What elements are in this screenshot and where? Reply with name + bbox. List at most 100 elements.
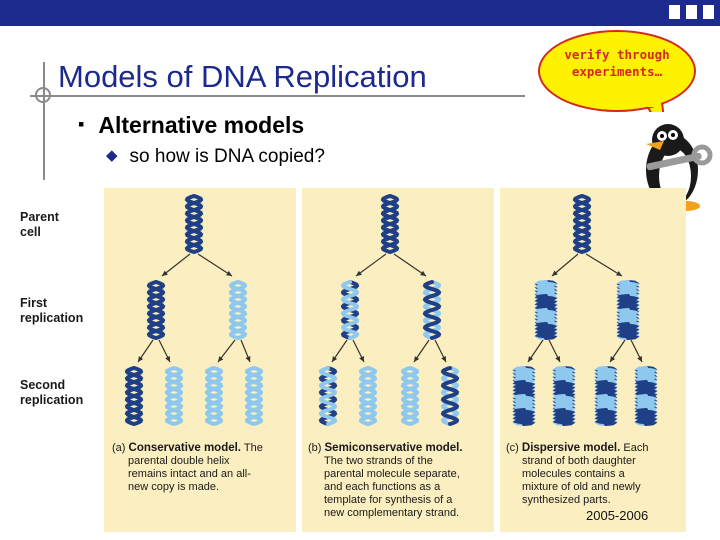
decorative-vertical-line [43, 62, 45, 180]
top-title-bar [0, 0, 720, 26]
caption-semiconservative: (b) Semiconservative model. The two stra… [308, 442, 463, 520]
helix-dispersive-first-a-seg3-b [534, 322, 558, 340]
helix-semiconservative-first-a-strand-b [340, 280, 360, 340]
helix-dispersive-first-b-seg1-b [616, 294, 640, 312]
speech-bubble-line1: verify through [564, 47, 670, 62]
helix-dispersive-second-1-seg3-b [552, 408, 576, 426]
caption-semiconservative-name: Semiconservative model. [324, 442, 463, 454]
helix-conservative-arrow-2a-head [218, 356, 224, 362]
decorative-crosshair-circle [35, 87, 51, 103]
corner-squares-decoration [669, 5, 714, 19]
dna-helix-diagram [124, 194, 658, 426]
helix-dispersive-second-3-seg2-b [634, 394, 658, 412]
helix-semiconservative-second-1-strand-b [358, 366, 378, 426]
bullet-level1: ▪ Alternative models [78, 112, 304, 139]
helix-dispersive-second-0-seg3-b [512, 408, 536, 426]
speech-bubble [538, 30, 696, 112]
dna-replication-models-figure: Parent cell First replication Second rep… [16, 188, 688, 532]
helix-dispersive-second-0-seg1-b [512, 380, 536, 398]
helix-dispersive-second-0-seg0-b [512, 366, 536, 384]
helix-semiconservative-second-0-strand-b [318, 366, 338, 426]
slide-title: Models of DNA Replication [58, 59, 427, 94]
caption-dispersive-line1: Each [620, 442, 649, 454]
caption-semiconservative-tag: (b) [308, 442, 322, 454]
helix-dispersive-second-0-seg2-b [512, 394, 536, 412]
helix-conservative-arrow-parent-left-head [162, 270, 168, 276]
helix-semiconservative-arrow-1b-head [359, 356, 364, 362]
caption-dispersive-text: strand of both daughter molecules contai… [522, 455, 641, 506]
square-bullet-icon: ▪ [78, 114, 85, 134]
caption-dispersive: (c) Dispersive model. Each strand of bot… [506, 442, 648, 507]
caption-dispersive-tag: (c) [506, 442, 519, 454]
helix-dispersive-second-2-seg1-b [594, 380, 618, 398]
helix-conservative-parent-strand-b [184, 194, 204, 254]
helix-dispersive-second-1-seg1-b [552, 380, 576, 398]
helix-dispersive-arrow-parent-right-head [616, 270, 622, 276]
helix-dispersive-second-2-seg0-b [594, 366, 618, 384]
caption-semiconservative-text: The two strands of the parental molecule… [324, 455, 460, 519]
helix-conservative-second-0-strand-b [124, 366, 144, 426]
helix-semiconservative-parent-strand-b [380, 194, 400, 254]
helix-semiconservative-arrow-parent-right [393, 253, 427, 277]
helix-conservative-arrow-1b-head [165, 356, 170, 362]
helix-dispersive-first-b-seg2-b [616, 308, 640, 326]
helix-semiconservative-arrow-2b-head [441, 356, 446, 362]
row-label-second-replication: Second replication [20, 378, 84, 407]
caption-conservative-name: Conservative model. [128, 442, 241, 454]
decorative-horizontal-line [30, 95, 525, 97]
helix-dispersive-first-b-seg3-b [616, 322, 640, 340]
helix-conservative-arrow-parent-right-head [226, 270, 232, 276]
helix-conservative-arrow-parent-left [161, 253, 191, 277]
caption-conservative-line1: The [241, 442, 263, 454]
helix-dispersive-arrow-1a-head [528, 356, 534, 362]
helix-dispersive-second-3-seg3-b [634, 408, 658, 426]
helix-dispersive-second-2-seg2-b [594, 394, 618, 412]
helix-dispersive-second-3-seg0-b [634, 366, 658, 384]
helix-conservative-second-2-strand-b [204, 366, 224, 426]
helix-conservative-second-3-strand-b [244, 366, 264, 426]
helix-dispersive-arrow-parent-right [585, 253, 623, 277]
helix-conservative-first-a-strand-b [146, 280, 166, 340]
caption-conservative: (a) Conservative model. The parental dou… [112, 442, 263, 494]
helix-semiconservative-arrow-2a-head [414, 356, 420, 362]
helix-dispersive-first-a-seg1-b [534, 294, 558, 312]
speech-bubble-line2: experiments… [571, 64, 663, 79]
bullet-level2-text: so how is DNA copied? [129, 146, 325, 167]
diamond-bullet-icon: ◆ [106, 147, 118, 164]
bullet-level1-text: Alternative models [98, 112, 305, 138]
helix-conservative-first-b-strand-b [228, 280, 248, 340]
helix-semiconservative-arrow-parent-right-head [420, 270, 426, 276]
helix-dispersive-first-a-seg2-b [534, 308, 558, 326]
helix-dispersive-second-2-seg3-b [594, 408, 618, 426]
helix-semiconservative-first-b-strand-b [422, 280, 442, 340]
caption-conservative-text: parental double helix remains intact and… [128, 455, 251, 493]
helix-semiconservative-arrow-parent-left-head [356, 270, 362, 276]
helix-semiconservative-arrow-1a-head [332, 356, 338, 362]
helix-dispersive-first-b-seg0-b [616, 280, 640, 298]
helix-dispersive-first-a-seg0-b [534, 280, 558, 298]
helix-semiconservative-arrow-parent-left [355, 253, 387, 277]
helix-conservative-second-1-strand-b [164, 366, 184, 426]
helix-semiconservative-second-3-strand-b [440, 366, 460, 426]
helix-conservative-arrow-1a-head [138, 356, 144, 362]
helix-semiconservative-second-2-strand-b [400, 366, 420, 426]
bullet-level2: ◆ so how is DNA copied? [106, 146, 325, 168]
row-label-parent: Parent cell [20, 210, 59, 239]
row-label-first-replication: First replication [20, 296, 84, 325]
helix-dispersive-second-3-seg1-b [634, 380, 658, 398]
helix-dispersive-second-1-seg0-b [552, 366, 576, 384]
helix-dispersive-arrow-2a-head [610, 356, 616, 362]
helix-dispersive-arrow-2b-head [637, 356, 642, 362]
copyright-text: 2005-2006 [586, 508, 649, 523]
helix-conservative-arrow-parent-right [197, 253, 233, 277]
speech-bubble-text: verify through experiments… [538, 46, 696, 80]
helix-dispersive-arrow-parent-left-head [552, 270, 558, 276]
helix-dispersive-parent-strand-b [572, 194, 592, 254]
helix-dispersive-arrow-parent-left [551, 253, 579, 277]
caption-dispersive-name: Dispersive model. [521, 442, 621, 454]
helix-dispersive-arrow-1b-head [555, 356, 560, 362]
helix-dispersive-second-1-seg2-b [552, 394, 576, 412]
helix-conservative-arrow-2b-head [245, 356, 251, 362]
caption-conservative-tag: (a) [112, 442, 126, 454]
